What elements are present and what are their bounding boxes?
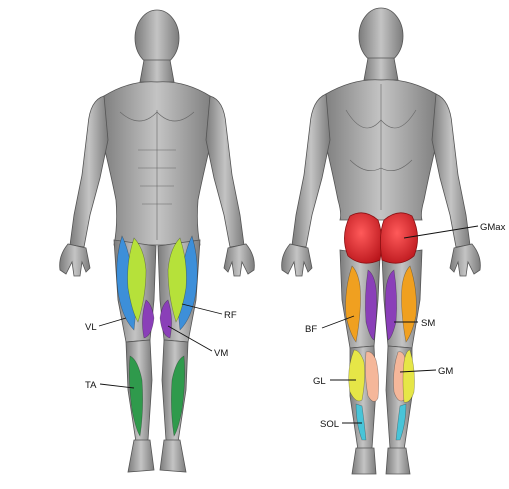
front-left-arm	[70, 96, 108, 247]
back-left-hand	[282, 244, 312, 276]
front-right-hand	[224, 244, 254, 276]
label-gmax: GMax	[480, 222, 506, 233]
muscle-gmax-right	[380, 213, 417, 263]
front-right-foot	[160, 440, 186, 472]
front-left-foot	[128, 440, 154, 472]
back-right-arm	[432, 94, 470, 247]
label-sm: SM	[421, 318, 435, 329]
front-head	[135, 10, 179, 66]
label-ta: TA	[85, 380, 97, 391]
back-neck	[364, 58, 398, 80]
label-gm: GM	[438, 366, 453, 377]
back-left-arm	[292, 94, 330, 247]
label-bf: BF	[305, 324, 317, 335]
label-gl: GL	[313, 376, 326, 387]
back-right-foot	[386, 448, 410, 474]
back-right-hand	[450, 244, 480, 276]
back-head	[359, 8, 403, 64]
label-vm: VM	[214, 348, 228, 359]
front-figure	[60, 10, 255, 472]
muscle-gmax-left	[344, 213, 381, 263]
label-sol: SOL	[320, 419, 339, 430]
front-neck	[140, 60, 174, 82]
label-vl: VL	[85, 322, 97, 333]
muscle-gl-right	[403, 350, 415, 402]
front-right-arm	[206, 96, 244, 247]
label-rf: RF	[224, 310, 237, 321]
back-left-foot	[352, 448, 376, 474]
front-left-hand	[60, 244, 90, 276]
